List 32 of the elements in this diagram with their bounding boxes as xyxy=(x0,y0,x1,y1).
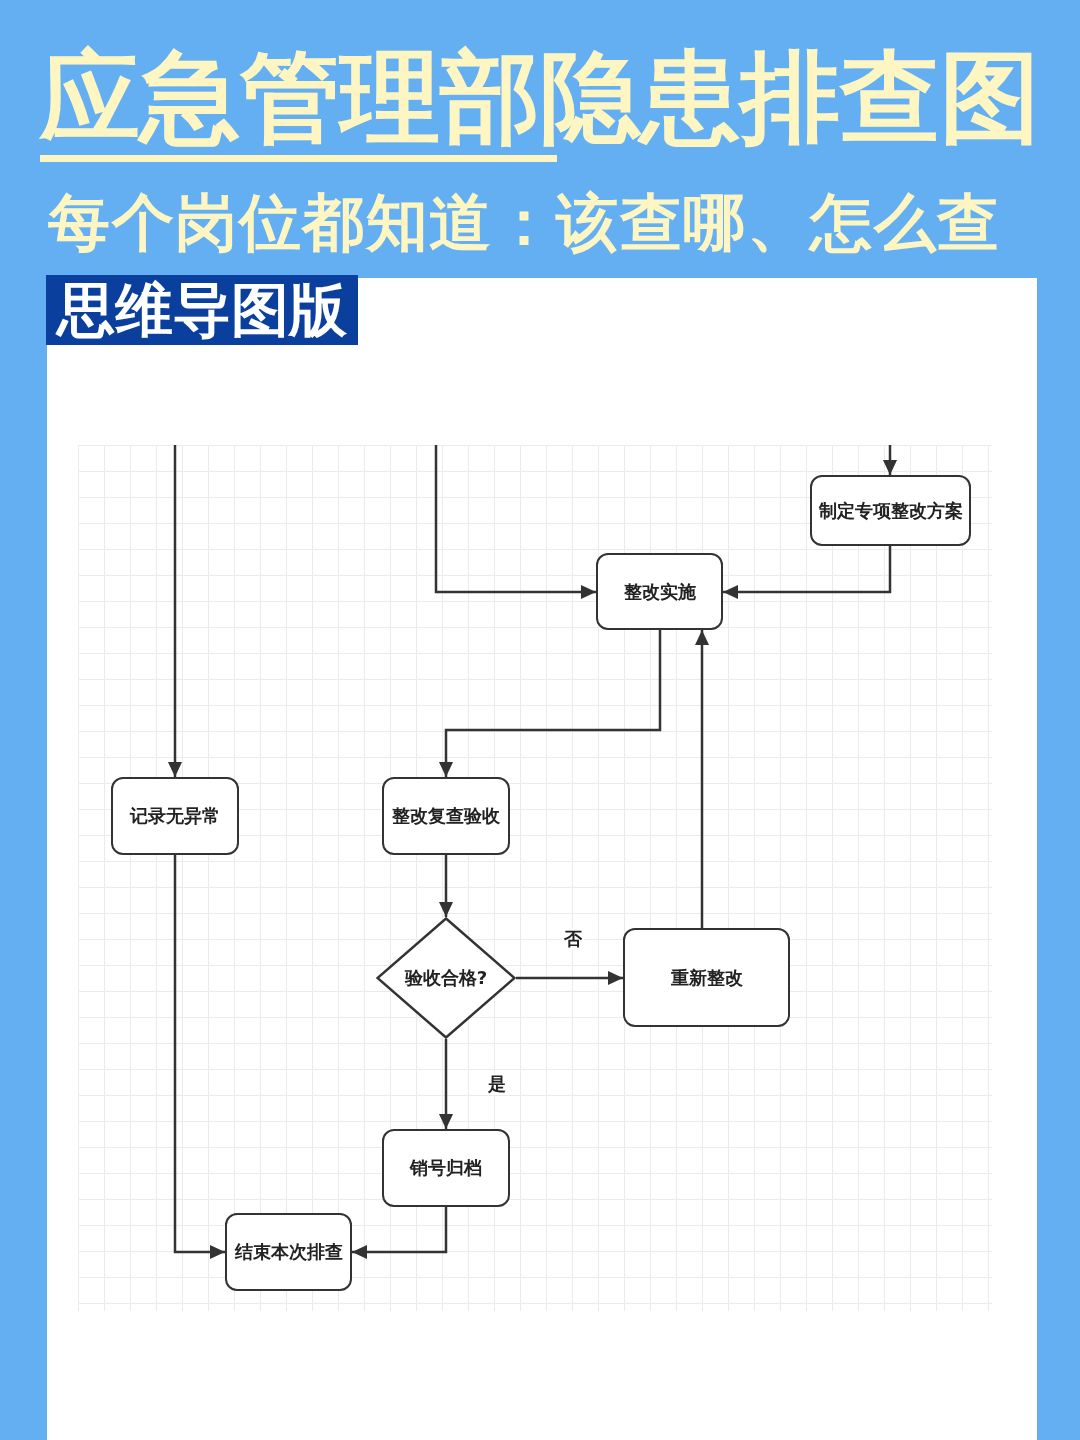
arrow xyxy=(439,855,453,917)
arrow xyxy=(883,445,897,475)
arrow xyxy=(168,445,182,777)
process-box xyxy=(596,553,723,630)
edge-label: 否 xyxy=(562,928,584,950)
arrow xyxy=(173,855,225,1259)
process-box xyxy=(623,928,790,1027)
process-box xyxy=(225,1213,352,1291)
decision-diamond xyxy=(376,917,516,1039)
title: 应急管理部隐患排查图 xyxy=(40,46,1041,150)
decision-label: 验收合格? xyxy=(404,966,488,990)
process-box xyxy=(810,475,971,546)
arrow xyxy=(439,630,662,777)
step-label: 制定专项整改方案 xyxy=(818,498,963,523)
arrow xyxy=(439,1039,453,1129)
step-label: 记录无异常 xyxy=(130,804,220,828)
step-label: 重新整改 xyxy=(670,965,743,990)
edge-label: 是 xyxy=(486,1073,508,1095)
process-box xyxy=(382,777,510,855)
step-label: 销号归档 xyxy=(410,1156,482,1180)
step-label: 结束本次排查 xyxy=(234,1240,343,1264)
version-tag: 思维导图版 xyxy=(46,275,358,345)
arrow xyxy=(516,971,623,985)
arrow xyxy=(723,546,892,599)
arrow xyxy=(695,630,709,928)
process-box xyxy=(111,777,239,855)
arrow xyxy=(434,445,596,599)
process-box xyxy=(382,1129,510,1207)
subtitle: 每个岗位都知道：该查哪、怎么查 xyxy=(48,185,1002,261)
step-label: 整改实施 xyxy=(623,579,696,604)
step-label: 整改复查验收 xyxy=(392,804,500,828)
arrow xyxy=(352,1207,448,1259)
